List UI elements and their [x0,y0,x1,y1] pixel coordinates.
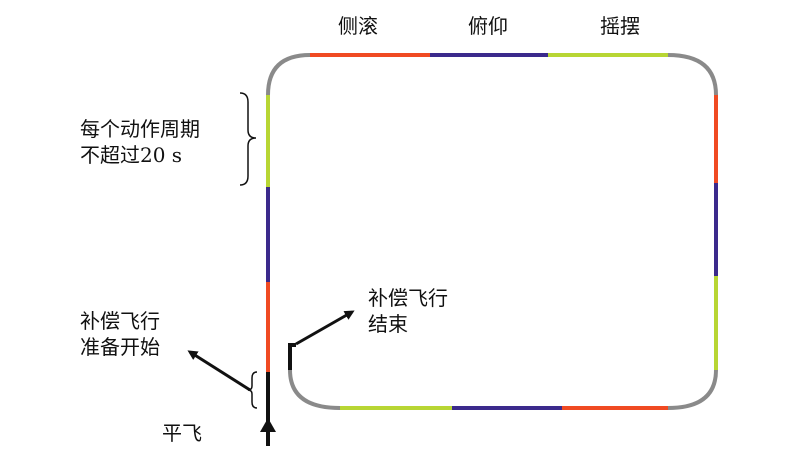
comp-start-line-1: 补偿飞行 [80,309,160,333]
roll-label: 侧滚 [338,14,378,38]
comp-start-line-2: 准备开始 [80,335,160,359]
up-arrow-icon [260,418,276,432]
yaw-label: 摇摆 [600,14,640,38]
pitch-label: 俯仰 [468,14,508,38]
period-brace [239,92,257,186]
level-flight-label: 平飞 [162,421,202,445]
corner-top-right [667,53,718,96]
corner-bottom-left [288,369,341,410]
corner-bottom-right [667,369,718,410]
start-pointer-arrow [187,350,251,392]
end-pointer-arrow [295,310,355,346]
period-note-line-2: 不超过20 s [80,143,182,167]
comp-end-line-2: 结束 [368,312,408,336]
period-note-line-1: 每个动作周期 [80,117,200,141]
level-flight-brace [247,371,258,409]
exit-hook-track [288,343,296,370]
corner-top-left [266,53,311,96]
comp-end-line-1: 补偿飞行 [368,286,448,310]
